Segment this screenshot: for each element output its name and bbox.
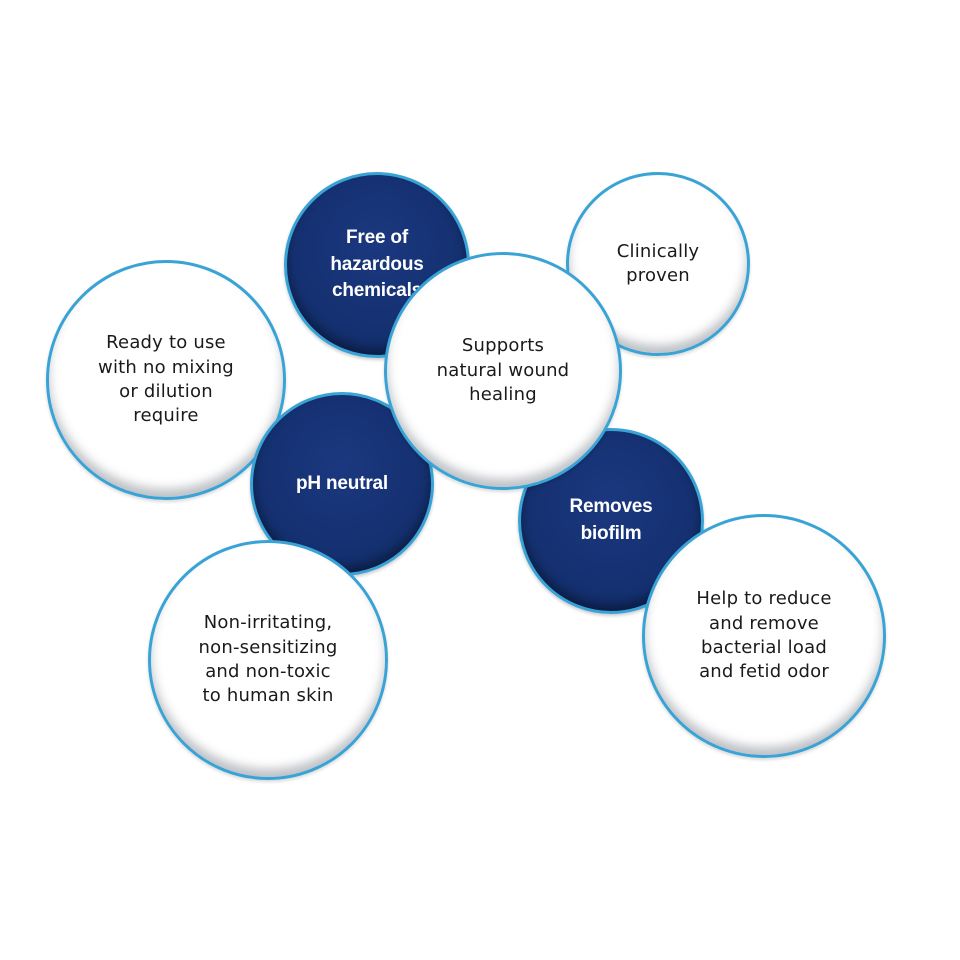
bubble-label: Ready to use with no mixing or dilution … bbox=[98, 332, 234, 427]
bubble-label: Help to reduce and remove bacterial load… bbox=[696, 588, 832, 683]
bubble-label: Clinically proven bbox=[616, 240, 700, 286]
bubble-non-irritating: Non-irritating, non-sensitizing and non-… bbox=[148, 540, 388, 780]
bubble-ready-to-use: Ready to use with no mixing or dilution … bbox=[46, 260, 286, 500]
bubble-label: Non-irritating, non-sensitizing and non-… bbox=[198, 612, 338, 707]
bubble-free-of-hazardous-chemicals: Free of hazardous chemicals bbox=[284, 172, 470, 358]
bubble-label: Free of hazardous chemicals bbox=[330, 227, 424, 302]
bubble-label: pH neutral bbox=[296, 472, 388, 494]
bubble-label: Supports natural wound healing bbox=[436, 335, 570, 406]
bubble-label: Removes biofilm bbox=[569, 496, 653, 544]
bubble-reduce-bacterial-load: Help to reduce and remove bacterial load… bbox=[642, 514, 886, 758]
bubble-supports-wound-healing: Supports natural wound healing bbox=[384, 252, 622, 490]
